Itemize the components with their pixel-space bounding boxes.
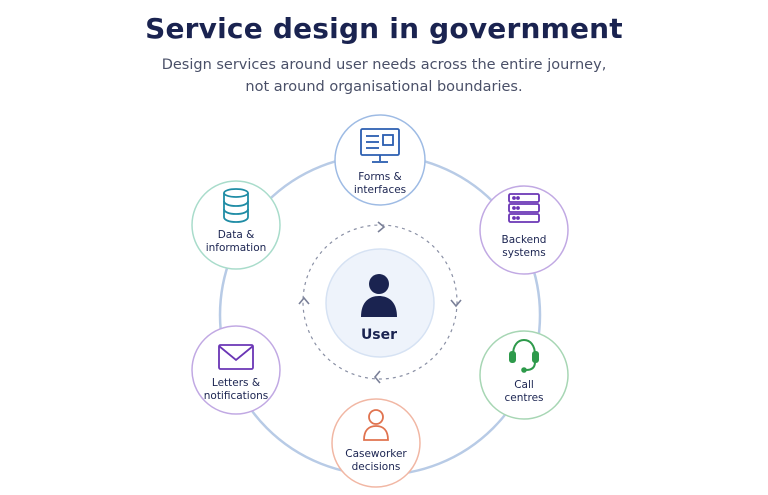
person-icon bbox=[363, 409, 389, 441]
node-label-line-2: notifications bbox=[204, 390, 269, 402]
node-label-line-1: Forms & bbox=[358, 171, 401, 183]
chevron-down-icon bbox=[450, 299, 462, 308]
page-subtitle-line-1: Design services around user needs across… bbox=[161, 57, 607, 73]
chevron-right-icon bbox=[377, 221, 386, 233]
node-forms-interfaces[interactable]: Forms & interfaces bbox=[334, 114, 426, 206]
node-data-information[interactable]: Data & information bbox=[191, 180, 281, 270]
node-label-line-2: centres bbox=[504, 392, 543, 404]
envelope-icon bbox=[218, 344, 254, 370]
node-backend-systems[interactable]: Backend systems bbox=[479, 185, 569, 275]
page-title: Service design in government bbox=[145, 12, 623, 45]
server-icon bbox=[508, 193, 540, 223]
node-label-line-1: Backend bbox=[502, 234, 547, 246]
chevron-up-icon bbox=[298, 296, 310, 305]
user-label: User bbox=[361, 327, 397, 343]
node-label-line-2: interfaces bbox=[354, 184, 406, 196]
node-caseworker-decisions[interactable]: Caseworker decisions bbox=[331, 398, 421, 488]
node-letters-notifications[interactable]: Letters & notifications bbox=[191, 325, 281, 415]
node-label-line-1: Letters & bbox=[212, 377, 260, 389]
chevron-left-icon bbox=[373, 370, 381, 384]
database-icon bbox=[223, 188, 249, 223]
node-label-line-2: systems bbox=[502, 247, 545, 259]
headset-icon bbox=[509, 338, 539, 373]
monitor-icon bbox=[360, 128, 400, 163]
node-label-line-1: Data & bbox=[218, 229, 255, 241]
user-icon bbox=[361, 274, 397, 317]
node-call-centres[interactable]: Call centres bbox=[479, 330, 569, 420]
page-subtitle-line-2: not around organisational boundaries. bbox=[245, 79, 523, 95]
node-label-line-1: Call bbox=[514, 379, 534, 391]
inner-dashed-ring bbox=[302, 224, 458, 380]
node-label-line-1: Caseworker bbox=[345, 448, 407, 460]
user-node: User bbox=[325, 248, 435, 358]
node-label-line-2: information bbox=[206, 242, 267, 254]
node-label-line-2: decisions bbox=[352, 461, 401, 473]
